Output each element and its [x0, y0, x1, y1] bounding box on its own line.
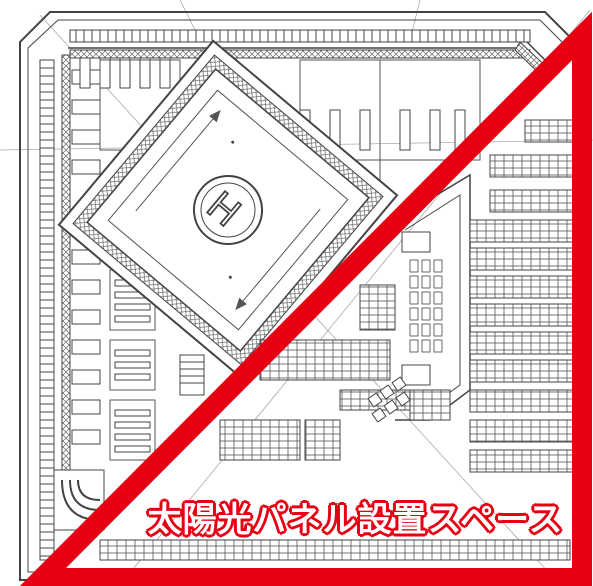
- courtyard-slats: [409, 259, 443, 353]
- perimeter-railing-left: [39, 59, 55, 561]
- solar-area-boundary: [19, 11, 592, 586]
- solar-panel-space-label: 太陽光パネル設置スペース: [147, 499, 564, 540]
- diagonal-panels: [367, 376, 411, 423]
- helipad-circle: [193, 175, 263, 245]
- bottom-blocks: [99, 419, 571, 561]
- stair-small: [179, 354, 205, 396]
- helipad: [57, 39, 399, 381]
- inner-railing-top: [69, 49, 531, 59]
- equipment-left: [71, 69, 101, 445]
- perimeter-railing-top: [69, 29, 531, 43]
- inner-railing-left: [61, 54, 71, 526]
- lower-left-rows: [114, 279, 151, 453]
